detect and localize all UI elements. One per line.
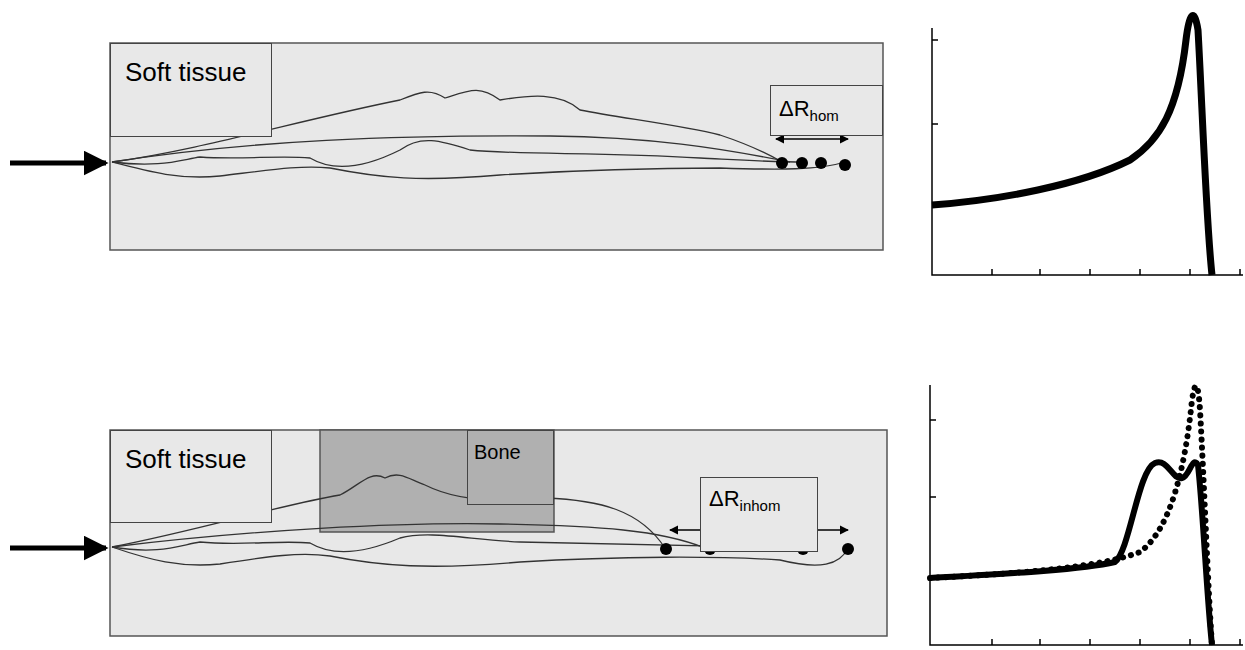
track-end-dots [776,157,851,171]
reference-bragg-curve [930,386,1212,645]
node-label: ΔR [709,486,740,511]
range-label-box: ΔRinhom [700,477,818,552]
material-label-box: Bone [467,430,554,505]
beam-arrow [10,161,106,166]
soft-tissue-phantom [110,430,887,636]
subscript-label: inhom [740,497,781,514]
node-label: Bone [474,441,547,464]
node-label: Soft tissue [125,445,257,475]
node-label: ΔR [779,96,810,121]
range-spread-arrow [776,138,848,139]
bragg-peak-curve [932,16,1212,275]
depth-dose-axes [930,385,1243,645]
bone-region [320,430,554,532]
beam-arrow [10,546,106,551]
degraded-bragg-curve [930,462,1212,645]
material-label-box: Soft tissue [110,43,272,137]
range-label-box: ΔRhom [770,85,883,136]
subscript-label: hom [810,107,839,124]
soft-tissue-phantom [110,43,883,250]
material-label-box: Soft tissue [110,430,272,523]
node-label: Soft tissue [125,58,257,88]
